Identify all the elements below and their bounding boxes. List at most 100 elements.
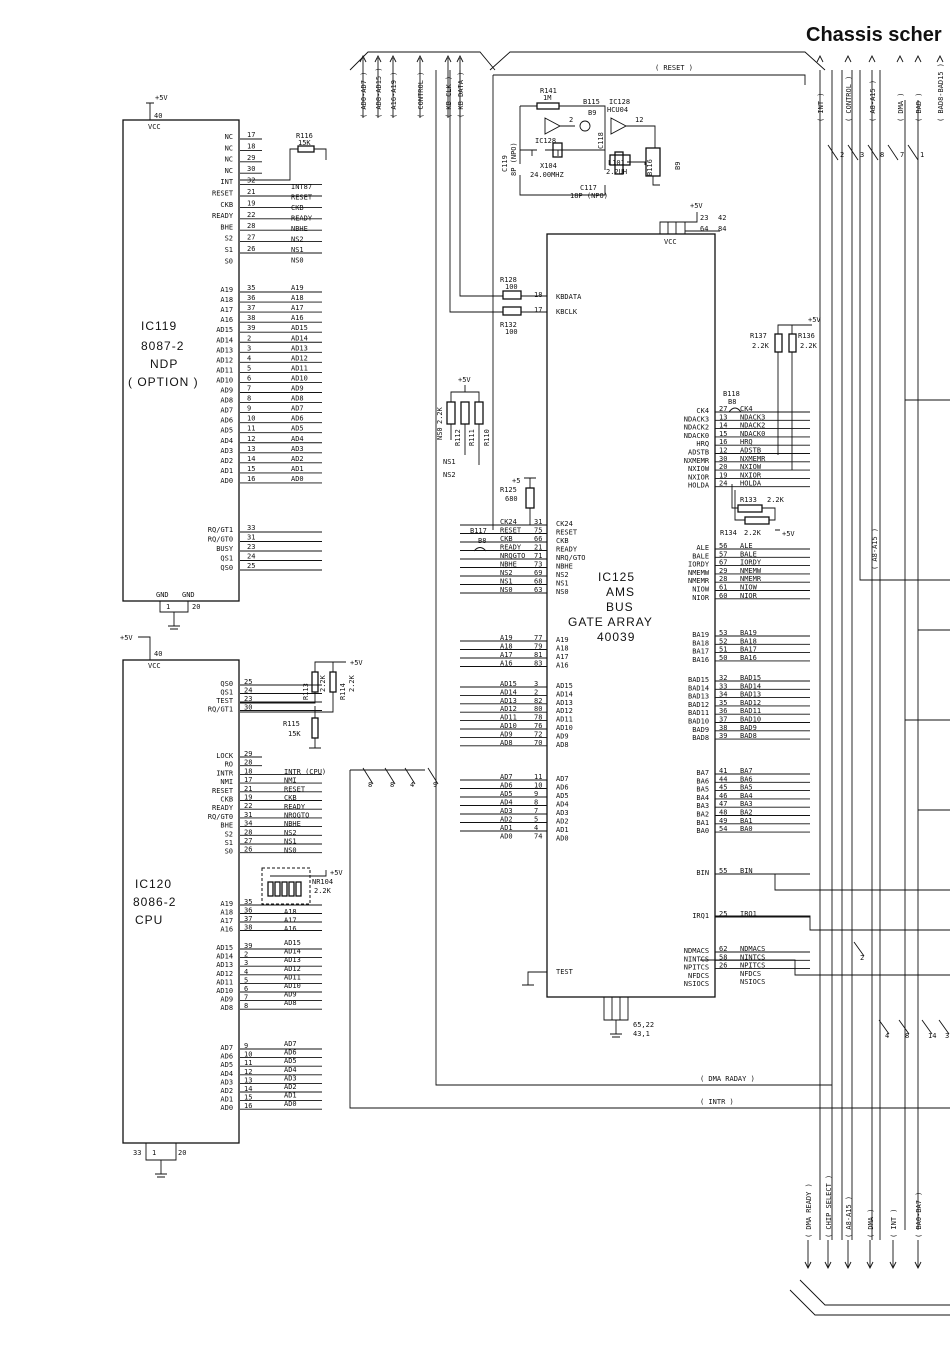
ic120-net-label: AD7 [284, 1040, 297, 1048]
ns-pack-net: NS1 [443, 458, 456, 466]
ic120-net-label: AD4 [284, 1066, 297, 1074]
ic120-pin-number: 7 [244, 994, 248, 1002]
ic125-net-label: AD1 [500, 824, 513, 832]
ic120-pin-label: NMI [220, 778, 233, 786]
ic125-net-label: NXIOR [740, 471, 762, 479]
bus-arrow [844, 1261, 852, 1270]
ic119-pin-number: 23 [247, 543, 255, 551]
bus-tick [853, 941, 865, 957]
ic125-net-label: A16 [500, 660, 513, 668]
ic125-pin-number: 24 [719, 480, 727, 488]
ic119-pin-label: S0 [225, 257, 233, 265]
ic119-gnd-pin: 20 [192, 603, 200, 611]
ic125-pin-number: 4 [534, 824, 538, 832]
ic125-pin-number: 51 [719, 646, 727, 654]
a8a15-label: ( A8-A15 ) [871, 528, 879, 570]
ic119-net-label: A18 [291, 294, 304, 302]
ic125-pin-label: AD11 [556, 716, 573, 724]
ic120-net-label: AD9 [284, 991, 297, 999]
bus-arrow [844, 54, 852, 63]
r113-resistor [311, 671, 319, 693]
ic120-pin-number: 10 [244, 1051, 252, 1059]
ic125-pin-number: 70 [534, 739, 542, 747]
ic125-pin-number: 30 [719, 455, 727, 463]
ic125-pin-label: NS0 [556, 588, 569, 596]
ic119-line: 8087-2 [141, 339, 184, 353]
top-bus-label: ( KB CLK ) [445, 76, 453, 118]
ic119-net-label: AD13 [291, 344, 308, 352]
ic120-pin-label: S0 [225, 848, 233, 856]
right-vertical-buses [819, 70, 881, 1240]
nr104-elements [267, 881, 302, 897]
ic125-pin-label: AD12 [556, 707, 573, 715]
bus-tick [867, 144, 879, 161]
ic120-pin-label: QS1 [220, 689, 233, 697]
ic125-pin-label: IORDY [688, 561, 710, 569]
ic120-pin-number: 29 [244, 750, 252, 758]
ns-pack-label: R110 [483, 429, 491, 446]
r132-label: R132 [500, 321, 517, 329]
right-bus-count: 3 [860, 151, 864, 159]
ic125-net-label: AD9 [500, 730, 513, 738]
ic119-pin-number: 30 [247, 165, 255, 173]
bottom-bus-label: ( CHIP SELECT ) [825, 1175, 833, 1238]
ic120-line: 8086-2 [133, 895, 176, 909]
ic125-net-label: BIN [740, 867, 753, 875]
ic125-pin-label: AD8 [556, 741, 569, 749]
bus-bracket-left [349, 51, 496, 71]
ic120-pin-number: 36 [244, 907, 252, 915]
ic120-vcc-pin: 40 [154, 650, 162, 658]
ic120-pin-number: 14 [244, 1085, 252, 1093]
bus-tick [938, 1019, 950, 1035]
supply-label: +5V [350, 659, 363, 667]
ic119-pin-label: RQ/GT1 [208, 526, 233, 534]
r136-label: R136 [798, 332, 815, 340]
ns-pack-label: R111 [468, 429, 476, 446]
ic125-pin-label: NINTCS [684, 955, 709, 963]
ic120-pin-number: 34 [244, 820, 252, 828]
bus-tick [404, 767, 416, 785]
ic125-pin-number: 11 [534, 773, 542, 781]
ic125-net-label: RESET [500, 527, 522, 535]
ic120-pin-number: 21 [244, 785, 252, 793]
r136-resistor [788, 333, 797, 353]
supply-label: +5V [330, 869, 343, 877]
ic125-pin-label: A16 [556, 662, 569, 670]
ic125-vcc-pin: 42 [718, 214, 726, 222]
c119-value: 8P (NPO) [510, 142, 518, 176]
ic120-pin-number: 2 [244, 951, 248, 959]
ic125-line: GATE ARRAY [568, 615, 653, 629]
ic125-net-label: NSIOCS [740, 978, 765, 986]
ic119-pin-number: 12 [247, 435, 255, 443]
ic119-pin-label: AD5 [220, 427, 233, 435]
ic120-pin-label: S2 [225, 830, 233, 838]
ic120-pin-number: 22 [244, 802, 252, 810]
bus-arrow [824, 1261, 832, 1270]
ic119-pin-label: A19 [220, 286, 233, 294]
ic119-pin-number: 17 [247, 131, 255, 139]
ns-pack-label: 2.2K [436, 406, 444, 424]
ic119-pin-label: AD6 [220, 417, 233, 425]
ic119-net-label: AD5 [291, 425, 304, 433]
ic125-net-label: BALE [740, 550, 757, 558]
r114-value: 2.2K [348, 674, 356, 692]
ic119-pin-label: INT [220, 178, 233, 186]
r125-wire [524, 477, 547, 526]
ic125-pin-number: 71 [534, 552, 542, 560]
ic125-pin-label: KBCLK [556, 308, 578, 316]
ic125-pin-label: BAD11 [688, 709, 709, 717]
ic120-pin-number: 30 [244, 704, 252, 712]
ic120-pin-label: TEST [216, 697, 234, 705]
ic125-pin-label: A19 [556, 636, 569, 644]
ic120-pin-label: AD1 [220, 1096, 233, 1104]
ic125-net-label: NIOR [740, 592, 758, 600]
ic119-ground-symbol [159, 601, 189, 630]
ic120-pin-label: RESET [212, 787, 234, 795]
ic119-pin-number: 29 [247, 154, 255, 162]
ic119-net-label: AD1 [291, 465, 304, 473]
b117-jumper [473, 547, 487, 552]
r115-label: R115 [283, 720, 300, 728]
bottom-bus-group: ( DMA READY )( CHIP SELECT )( A8-A15 )( … [804, 1175, 923, 1270]
ic120-net-label: A16 [284, 925, 297, 933]
ic125-pin-number: 19 [719, 471, 727, 479]
